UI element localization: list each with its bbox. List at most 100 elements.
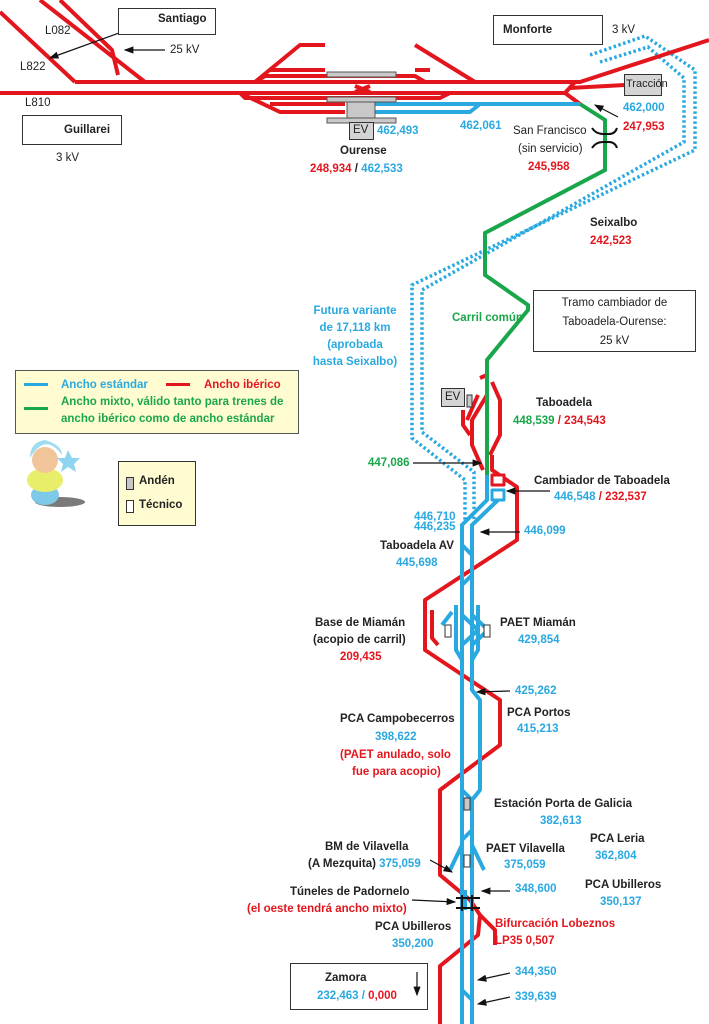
- san-francisco-tunnel-icon: [591, 127, 618, 149]
- santiago-label: Santiago: [158, 13, 207, 25]
- future-variant-dotted: [410, 34, 697, 520]
- monforte-box: [493, 15, 603, 45]
- technical-platform-icon: [483, 624, 491, 638]
- pk-425262: 425,262: [515, 685, 557, 697]
- leria-pk: 362,804: [595, 850, 637, 862]
- cambiador-pk: 446,548 / 232,537: [554, 491, 647, 503]
- technical-platform-icon: [444, 624, 452, 638]
- taboadela-ev-label: EV: [445, 391, 461, 403]
- padornelo-tunnel-icon: [456, 895, 480, 911]
- monforte-label: Monforte: [503, 24, 553, 36]
- legend-iberian: Ancho ibérico: [204, 379, 281, 391]
- carril-comun-label: Carril común: [452, 312, 523, 324]
- ev-box: [349, 122, 374, 140]
- bm-vilavella-note: (A Mezquita) 375,059: [308, 858, 421, 870]
- santiago-box: [118, 8, 216, 35]
- campobecerros-note-2: fue para acopio): [352, 766, 441, 778]
- junction-pk-std: 462,000: [623, 102, 665, 114]
- junction-pk-ib: 247,953: [623, 121, 665, 133]
- portos-name: PCA Portos: [507, 707, 571, 719]
- porta-galicia-pk: 382,613: [540, 815, 582, 827]
- platform-legend: Andén Técnico: [118, 461, 196, 526]
- base-miaman-pk: 209,435: [340, 651, 382, 663]
- san-francisco-note: (sin servicio): [518, 143, 583, 155]
- campobecerros-note-1: (PAET anulado, solo: [340, 749, 451, 761]
- pk-344350: 344,350: [515, 966, 557, 978]
- standard-swatch: [24, 383, 48, 386]
- taboadela-av-pk: 445,698: [396, 557, 438, 569]
- legend-mixed-2: ancho ibérico como de ancho estándar: [61, 413, 275, 425]
- ev-label: EV: [353, 124, 369, 136]
- campobecerros-pk: 398,622: [375, 731, 417, 743]
- taboadela-pk: 448,539 / 234,543: [513, 415, 606, 427]
- zamora-pk: 232,463 / 0,000: [317, 990, 397, 1002]
- base-miaman-name: Base de Miamán: [315, 617, 406, 629]
- technical-platform-icon: [463, 854, 471, 868]
- leria-name: PCA Leria: [590, 833, 645, 845]
- san-francisco-name: San Francisco: [513, 125, 587, 137]
- ubilleros-east-name: PCA Ubilleros: [585, 879, 662, 891]
- taboadela-av-name: Taboadela AV: [380, 540, 454, 552]
- pk-348600: 348,600: [515, 883, 557, 895]
- seixalbo-name: Seixalbo: [590, 217, 638, 229]
- guillarei-box: [22, 115, 122, 145]
- taboadela-ev-box: [441, 388, 465, 407]
- traccion-box: [624, 74, 662, 96]
- mixed-swatch: [24, 407, 48, 410]
- legend-tecnico: Técnico: [139, 499, 183, 511]
- base-miaman-note: (acopio de carril): [313, 634, 406, 646]
- ev-pk: 462,493: [377, 125, 419, 137]
- cambiador-name: Cambiador de Taboadela: [534, 475, 670, 487]
- guillarei-label: Guillarei: [64, 124, 111, 136]
- paet-vilavella-name: PAET Vilavella: [486, 843, 565, 855]
- monforte-voltage: 3 kV: [612, 24, 636, 36]
- pk-447086: 447,086: [368, 457, 410, 469]
- ubilleros-west-name: PCA Ubilleros: [375, 921, 452, 933]
- line-l082-label: L082: [45, 25, 71, 37]
- padornelo-name: Túneles de Padornelo: [290, 886, 410, 898]
- padornelo-note: (el oeste tendrá ancho mixto): [247, 903, 407, 915]
- ourense-platforms: [326, 71, 397, 124]
- porta-galicia-name: Estación Porta de Galicia: [494, 798, 633, 810]
- line-l810-label: L810: [25, 97, 51, 109]
- platform-icon: [463, 797, 471, 811]
- pk-462061: 462,061: [460, 120, 502, 132]
- ourense-name: Ourense: [340, 145, 387, 157]
- san-francisco-pk: 245,958: [528, 161, 570, 173]
- paet-vilavella-pk: 375,059: [504, 859, 546, 871]
- taboadela-name: Taboadela: [536, 397, 593, 409]
- portos-pk: 415,213: [517, 723, 559, 735]
- legend-standard: Ancho estándar: [61, 379, 148, 391]
- platform-icon: [466, 394, 473, 408]
- gauge-legend: Ancho estándar Ancho ibérico Ancho mixto…: [15, 370, 299, 434]
- ourense-pk: 248,934 / 462,533: [310, 163, 403, 175]
- technical-platform-icon: [126, 500, 134, 513]
- paet-miaman-pk: 429,854: [518, 634, 560, 646]
- lobeznos-name: Bifurcación Lobeznos: [495, 918, 616, 930]
- pk-446099: 446,099: [524, 525, 566, 537]
- pk-446235: 446,235: [414, 521, 456, 533]
- pk-446710: 446,710: [414, 511, 456, 523]
- legend-mixed-1: Ancho mixto, válido tanto para trenes de: [61, 396, 284, 408]
- ubilleros-east-pk: 350,137: [600, 896, 642, 908]
- zamora-name: Zamora: [325, 972, 367, 984]
- pk-339639: 339,639: [515, 991, 557, 1003]
- voltage-25kv-label: 25 kV: [170, 44, 200, 56]
- platform-icon: [126, 477, 134, 490]
- mixed-gauge-track: [483, 102, 607, 475]
- lobeznos-pk: LP35 0,507: [495, 935, 555, 947]
- iberian-swatch: [166, 383, 190, 386]
- bm-vilavella-name: BM de Vilavella: [325, 841, 409, 853]
- mascot-doll-image: [27, 440, 85, 507]
- zamora-box: [290, 963, 428, 1010]
- ubilleros-west-pk: 350,200: [392, 938, 434, 950]
- legend-anden: Andén: [139, 475, 175, 487]
- paet-miaman-name: PAET Miamán: [500, 617, 576, 629]
- guillarei-voltage: 3 kV: [56, 152, 80, 164]
- traccion-label: Tracción: [626, 78, 668, 90]
